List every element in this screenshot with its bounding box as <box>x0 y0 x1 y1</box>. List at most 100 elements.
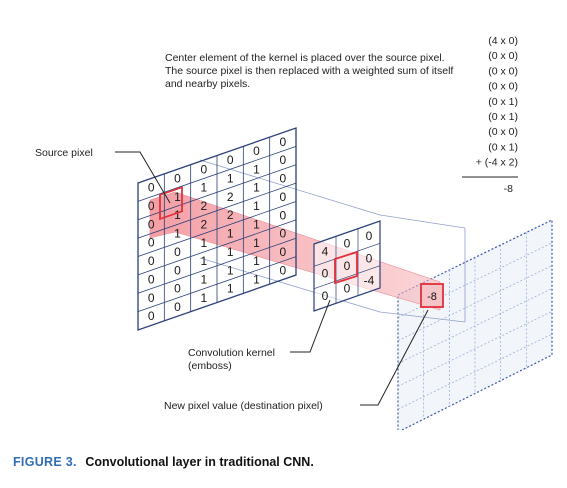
source-cell-value: 1 <box>227 171 234 185</box>
kernel-cell-value: 0 <box>344 237 351 251</box>
grid-line <box>397 333 553 410</box>
computation-term: (0 x 0) <box>488 50 518 62</box>
source-cell-value: 0 <box>174 300 181 314</box>
destination-grid-lines <box>397 232 553 420</box>
computation-term: (0 x 0) <box>488 81 518 93</box>
source-cell-value: 1 <box>227 282 234 296</box>
kernel-leader <box>290 299 331 353</box>
kernel-cell-value: 0 <box>344 281 351 295</box>
kernel-label-line2: (emboss) <box>188 360 232 372</box>
computation-term: (0 x 1) <box>488 111 518 123</box>
description-text: Center element of the kernel is placed o… <box>165 52 454 90</box>
kernel-cell-value: 0 <box>322 289 329 303</box>
source-cell-value: 0 <box>279 172 286 186</box>
source-cell-value: 1 <box>200 181 207 195</box>
source-cell-value: 0 <box>279 263 286 277</box>
grid-line <box>137 145 297 202</box>
source-cell-value: 1 <box>253 181 260 195</box>
figure-caption: FIGURE 3. Convolutional layer in traditi… <box>13 455 314 469</box>
source-cell-value: 1 <box>253 199 260 213</box>
computation-term: + (-4 x 2) <box>476 157 518 169</box>
source-cell-value: 0 <box>174 282 181 296</box>
grid-line <box>397 288 553 364</box>
kernel-matrix: 4 0 0 0 0 0 0 0 -4 <box>313 220 381 312</box>
kernel-cell-value: -4 <box>364 274 375 288</box>
source-cell-value: 1 <box>174 208 181 222</box>
source-cell-value: 0 <box>148 309 155 323</box>
source-cell-value: 1 <box>253 236 260 250</box>
source-cell-value: 0 <box>279 245 286 259</box>
grid-line <box>313 265 381 289</box>
source-cell-value: 1 <box>200 236 207 250</box>
source-cell-value: 0 <box>200 162 207 176</box>
source-cell-value: 1 <box>227 245 234 259</box>
destination-pixel-box <box>420 283 444 308</box>
grid-line <box>137 164 297 221</box>
figure-number: FIGURE 3. <box>13 455 77 469</box>
kernel-cell-value: 0 <box>366 229 373 243</box>
source-cell-value: 0 <box>148 272 155 286</box>
source-cells: 0000000111100122100122100011100011100011… <box>148 135 287 323</box>
source-grid-lines <box>137 137 297 321</box>
source-cell-value: 1 <box>253 254 260 268</box>
source-pixel-highlight <box>159 186 183 221</box>
source-cell-value: 1 <box>227 227 234 241</box>
caption-text: Convolutional layer in traditional CNN. <box>85 455 314 469</box>
projection-line <box>379 311 466 323</box>
computation-term: (4 x 0) <box>488 35 518 47</box>
computation-result: -8 <box>504 183 513 195</box>
source-cell-value: 0 <box>279 153 286 167</box>
source-cell-value: 0 <box>148 181 155 195</box>
source-cell-value: 1 <box>253 273 260 287</box>
source-cell-value: 0 <box>174 263 181 277</box>
source-cell-value: 1 <box>253 162 260 176</box>
source-cell-value: 1 <box>227 263 234 277</box>
source-cell-value: 0 <box>279 208 286 222</box>
source-cell-value: 0 <box>148 236 155 250</box>
source-cell-value: 0 <box>174 245 181 259</box>
projection-line <box>379 214 466 229</box>
grid-line <box>397 265 553 341</box>
kernel-label-line1: Convolution kernel <box>188 347 275 359</box>
kernel-center-highlight <box>334 250 358 285</box>
destination-plane-outline <box>397 219 553 430</box>
kernel-cell-value: 4 <box>322 244 329 258</box>
destination-label: New pixel value (destination pixel) <box>164 400 323 412</box>
computation-stack: (4 x 0) (0 x 0) (0 x 0) (0 x 0) (0 x 1) (0 x … <box>476 35 518 169</box>
source-cell-value: 0 <box>148 291 155 305</box>
source-cell-value: 2 <box>200 217 207 231</box>
source-pixel-leader <box>115 151 171 204</box>
source-cell-value: 1 <box>200 273 207 287</box>
source-cell-value: 0 <box>253 144 260 158</box>
destination-leader <box>360 309 429 406</box>
source-cell-value: 0 <box>279 190 286 204</box>
source-matrix: 0000000111100122100122100011100011100011… <box>137 127 297 331</box>
source-cell-value: 1 <box>200 254 207 268</box>
convolution-diagram: 0000000111100122100122100011100011100011… <box>35 35 553 430</box>
grid-line <box>397 311 553 387</box>
source-cell-value: 1 <box>253 217 260 231</box>
source-cell-value: 2 <box>227 208 234 222</box>
computation-term: (0 x 0) <box>488 126 518 138</box>
kernel-cell-value: 0 <box>366 251 373 265</box>
source-cell-value: 2 <box>227 190 234 204</box>
computation-term: (0 x 0) <box>488 65 518 77</box>
source-cell-value: 0 <box>279 227 286 241</box>
grid-line <box>137 256 297 313</box>
kernel-cell-value: 0 <box>344 259 351 273</box>
computation-term: (0 x 1) <box>488 96 518 108</box>
source-cell-value: 0 <box>148 199 155 213</box>
source-cell-value: 0 <box>148 254 155 268</box>
source-cell-value: 0 <box>174 171 181 185</box>
kernel-cell-value: 0 <box>322 267 329 281</box>
source-cell-value: 0 <box>227 153 234 167</box>
source-pixel-label: Source pixel <box>35 147 93 159</box>
projection-line <box>199 257 381 313</box>
source-cell-value: 1 <box>200 291 207 305</box>
destination-pixel-value: -8 <box>427 291 437 303</box>
grid-line <box>137 219 297 276</box>
computation-term: (0 x 1) <box>488 141 518 153</box>
grid-line <box>137 237 297 294</box>
kernel-cells: 4 0 0 0 0 0 0 0 -4 <box>322 229 375 303</box>
grid-line <box>137 182 297 239</box>
